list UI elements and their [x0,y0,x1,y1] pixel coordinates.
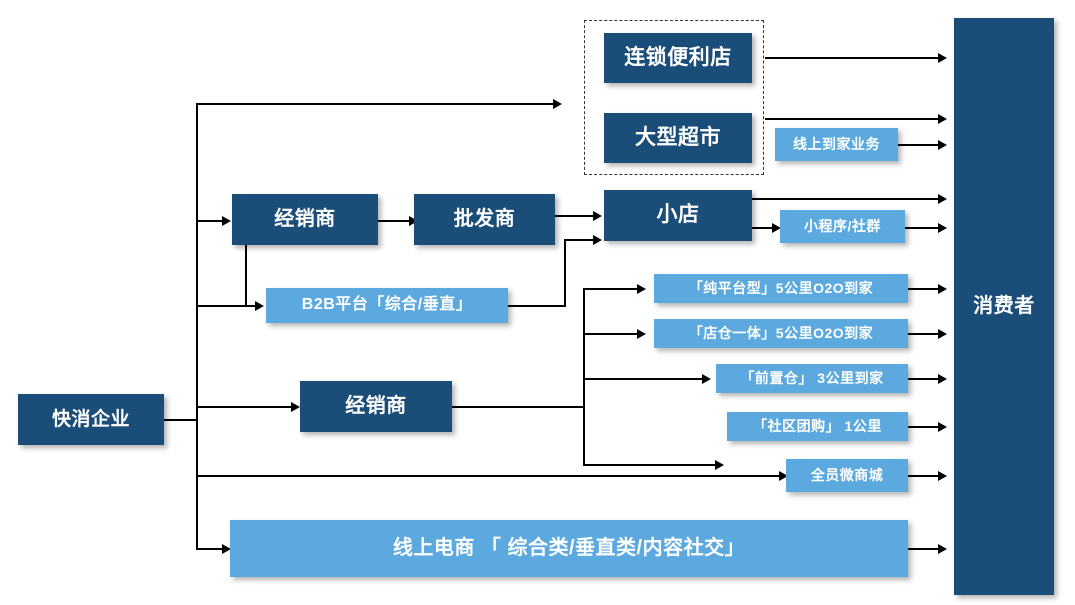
node-hypermarket[interactable]: 大型超市 [604,113,752,163]
arrowhead-frontwarehouse-consumer [938,374,947,384]
connector-o2o-store-warehouse [583,333,640,335]
arrowhead-smallshop-consumer [938,194,947,204]
connector-frontwarehouse-consumer [908,378,940,380]
node-front-warehouse[interactable]: 「前置仓」 3公里到家 [716,364,908,393]
connector-o2o-front-warehouse [583,378,705,380]
node-label: B2B平台「综合/垂直」 [301,296,473,314]
connector-onlinehome-consumer [898,144,940,146]
node-source-fmcg-enterprise[interactable]: 快消企业 [18,394,164,445]
connector-distributor1-down [245,241,247,306]
arrowhead-miniprogram-consumer [938,223,947,233]
node-small-shop[interactable]: 小店 [604,190,752,241]
node-label: 经销商 [274,208,336,230]
node-store-warehouse-o2o[interactable]: 「店仓一体」5公里O2O到家 [654,319,908,348]
connector-o2o-pure-platform [583,288,640,290]
connector-micromall-consumer [908,475,940,477]
node-all-staff-micro-mall[interactable]: 全员微商城 [786,459,908,492]
node-label: 快消企业 [51,408,130,430]
connector-trunk-distributor2 [196,406,294,408]
node-label: 「店仓一体」5公里O2O到家 [688,325,874,342]
node-label: 「纯平台型」5公里O2O到家 [688,280,874,297]
arrowhead-front-warehouse [702,374,711,384]
node-mini-program-community[interactable]: 小程序/社群 [780,210,905,243]
arrowhead-micromall-consumer [938,471,947,481]
connector-trunk-distributor1 [196,220,226,222]
node-wholesaler[interactable]: 批发商 [414,194,555,245]
connector-smallshop-miniprogram [752,227,778,229]
arrowhead-pure-platform [637,284,646,294]
arrowhead-pureplatform-consumer [938,284,947,294]
connector-o2o-community-group [583,464,718,466]
arrowhead-miniprogram [772,223,781,233]
arrowhead-wholesaler [409,216,418,226]
arrowhead-ecommerce-consumer [938,544,947,554]
node-pure-platform-o2o[interactable]: 「纯平台型」5公里O2O到家 [654,274,908,303]
group-modern-trade [584,20,764,175]
connector-b2b-right [508,305,566,307]
arrowhead-distributor2 [291,402,300,412]
node-b2b-platform[interactable]: B2B平台「综合/垂直」 [266,288,508,323]
connector-top-branch [196,103,556,105]
arrowhead-micromall [779,471,788,481]
connector-ecommerce-consumer [908,548,940,550]
arrowhead-ecommerce [222,544,231,554]
arrowhead-distributor1 [222,216,231,226]
arrowhead-top-branch [553,99,562,109]
connector-main-trunk [196,104,198,550]
connector-distributor2-right [452,406,584,408]
node-community-group-buying[interactable]: 「社区团购」 1公里 [727,412,908,441]
arrowhead-onlinehome-consumer [938,140,947,150]
connector-trunk-b2b [196,305,258,307]
node-label: 「社区团购」 1公里 [753,418,882,435]
connector-b2b-up [564,240,566,306]
connector-chain-consumer [765,57,940,59]
connector-o2o-trunk [583,288,585,466]
node-label: 线上到家业务 [793,136,880,153]
node-distributor-lower[interactable]: 经销商 [300,381,452,432]
connector-wholesaler-smallshop [555,215,597,217]
node-label: 批发商 [453,208,516,230]
arrowhead-store-warehouse [637,329,646,339]
arrowhead-hypermarket-consumer [938,114,947,124]
node-label: 小店 [656,203,700,227]
node-chain-convenience-store[interactable]: 连锁便利店 [604,33,752,83]
connector-source-right [163,419,198,421]
connector-distributor1-wholesaler [378,220,413,222]
node-label: 小程序/社群 [804,218,881,235]
node-label: 全员微商城 [810,467,884,484]
node-label: 「前置仓」 3公里到家 [740,370,884,387]
arrowhead-storewarehouse-consumer [938,329,947,339]
node-distributor-upper[interactable]: 经销商 [232,194,378,245]
node-online-to-home-business[interactable]: 线上到家业务 [775,128,898,161]
node-label: 连锁便利店 [624,45,732,69]
node-consumer[interactable]: 消费者 [954,18,1054,595]
node-label: 消费者 [973,295,1035,317]
node-label: 线上电商 「 综合类/垂直类/内容社交」 [392,537,746,559]
arrowhead-community-group [715,460,724,470]
node-label: 经销商 [345,395,407,417]
connector-hypermarket-consumer [765,118,940,120]
connector-smallshop-consumer [752,198,940,200]
connector-storewarehouse-consumer [908,333,940,335]
connector-pureplatform-consumer [908,288,940,290]
connector-trunk-micromall [196,475,784,477]
arrowhead-communitygroup-consumer [938,422,947,432]
connector-communitygroup-consumer [908,426,940,428]
node-online-ecommerce[interactable]: 线上电商 「 综合类/垂直类/内容社交」 [230,520,908,577]
arrowhead-smallshop-from-b2b [593,235,602,245]
arrowhead-chain-consumer [938,53,947,63]
connector-trunk-ecommerce [196,548,226,550]
node-label: 大型超市 [635,125,721,149]
arrowhead-b2b [255,301,264,311]
connector-miniprogram-consumer [905,227,940,229]
connector-b2b-smallshop [564,239,597,241]
arrowhead-smallshop-from-wholesaler [593,211,602,221]
